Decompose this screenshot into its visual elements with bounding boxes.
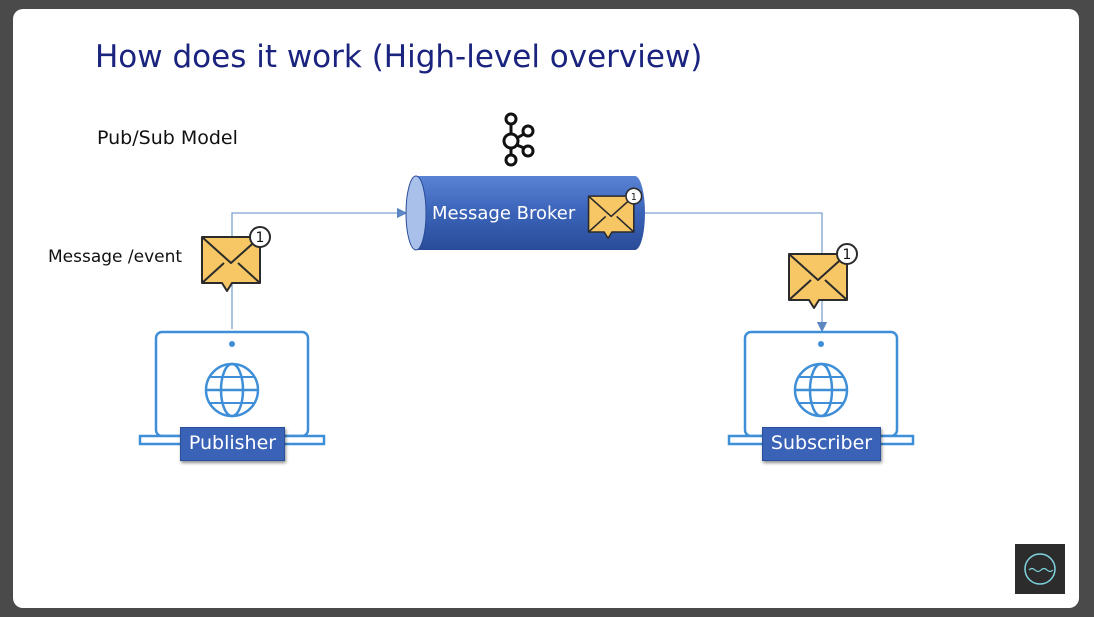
message-broker-label: Message Broker	[432, 203, 576, 224]
slide: How does it work (High-level overview) P…	[13, 9, 1079, 608]
svg-text:1: 1	[843, 247, 852, 263]
envelope-publisher-icon: 1	[201, 226, 271, 292]
kafka-logo-icon	[502, 112, 535, 167]
envelope-subscriber-icon: 1	[788, 243, 858, 309]
svg-text:1: 1	[631, 192, 637, 203]
pubsub-diagram: 1 1 1	[138, 112, 915, 446]
subscriber-label: Subscriber	[762, 427, 881, 461]
model-subtitle: Pub/Sub Model	[97, 127, 238, 149]
message-event-label: Message /event	[48, 247, 183, 267]
publisher-to-broker-arrow	[231, 207, 408, 329]
message-broker-cylinder	[405, 175, 645, 251]
channel-logo	[1015, 544, 1065, 594]
page-title: How does it work (High-level overview)	[95, 39, 703, 75]
envelope-broker-icon: 1	[587, 187, 643, 240]
publisher-label: Publisher	[180, 427, 285, 461]
svg-text:1: 1	[256, 230, 265, 246]
